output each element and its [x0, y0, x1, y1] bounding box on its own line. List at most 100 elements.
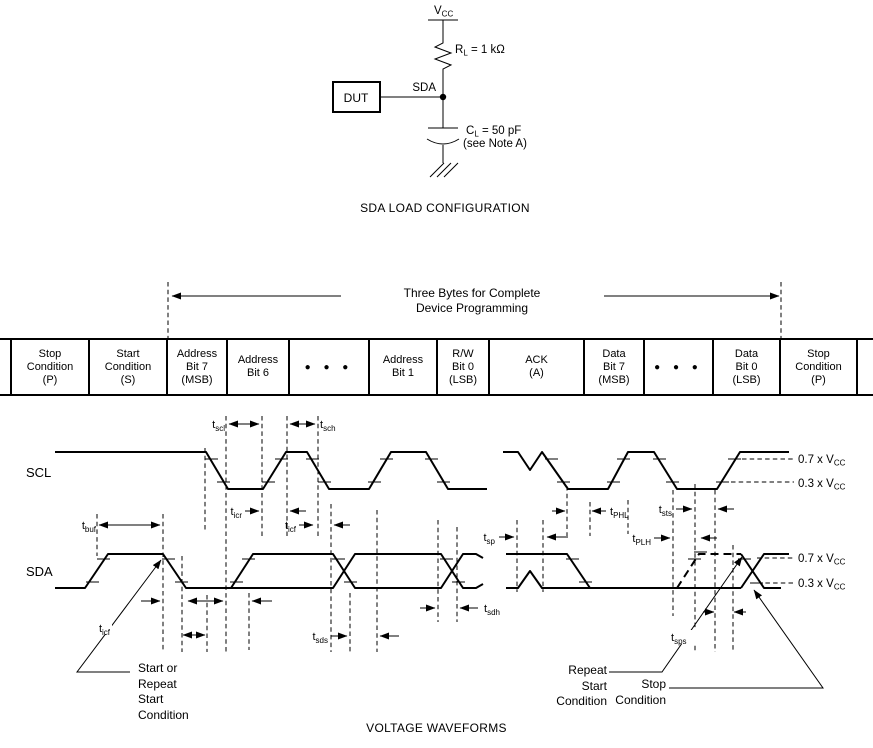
cell-line: Condition	[795, 360, 842, 373]
stop-condition-leader	[669, 589, 824, 689]
cell-line: Data	[602, 347, 626, 360]
cell-line: Bit 0	[451, 360, 474, 373]
threshold-level-lines	[731, 458, 794, 584]
tsds-label: tsds	[312, 631, 328, 645]
timing-arrows	[98, 420, 746, 640]
annotation-line: Condition	[615, 692, 666, 707]
circuit-caption: SDA LOAD CONFIGURATION	[360, 201, 530, 215]
annotation-line: Start or	[138, 661, 178, 675]
sda-node-label: SDA	[412, 82, 436, 94]
cell-line: Stop	[38, 347, 62, 360]
annotation-line: Repeat	[568, 663, 607, 677]
cell-line: (A)	[529, 367, 544, 379]
annotation-line: Condition	[138, 707, 189, 722]
ticf-leader-label-bg	[86, 621, 112, 634]
cell-line: (P)	[811, 373, 826, 386]
vcc-label: VCC	[434, 5, 453, 19]
cell-data-bit7: Data Bit 7 (MSB)	[585, 340, 645, 394]
tsps-label: tsps	[671, 632, 687, 646]
capacitor-label: CL = 50 pF	[466, 125, 521, 139]
tphl-label: tPHL	[610, 506, 629, 520]
cell-ack: ACK (A)	[490, 340, 585, 394]
cell-rw-bit0: R/W Bit 0 (LSB)	[438, 340, 490, 394]
cell-line: (MSB)	[181, 373, 213, 386]
cell-line: Address	[237, 354, 279, 366]
cell-line: (LSB)	[448, 373, 478, 386]
cell-line: Condition	[26, 360, 74, 373]
cell-data-bit0: Data Bit 0 (LSB)	[712, 340, 781, 394]
cell-line: (LSB)	[732, 373, 761, 386]
capacitor-bottom-plate	[426, 138, 460, 145]
three-bytes-line2: Device Programming	[415, 301, 529, 315]
cell-line: Bit 0	[735, 360, 758, 373]
start-condition-annotation: Start or Repeat Start Condition	[138, 661, 218, 723]
sda-dashed-repeat-start-edge	[676, 553, 741, 589]
scl-low-threshold-label: 0.3 x VCC	[798, 478, 846, 492]
cell-line: Condition	[104, 360, 152, 373]
annotation-line: Repeat	[138, 676, 177, 691]
annotation-line: Condition	[556, 694, 607, 708]
cell-line: (S)	[120, 373, 136, 386]
repeat-start-leader	[609, 556, 743, 673]
ellipsis-dots: ● ● ●	[654, 361, 703, 373]
repeat-start-annotation: Repeat Start Condition	[520, 663, 607, 710]
scl-high-threshold-label: 0.7 x VCC	[798, 454, 846, 468]
cell-stop-condition-right: Stop Condition (P)	[781, 340, 858, 394]
annotation-line: Start	[581, 678, 607, 693]
cell-line: ACK	[525, 354, 548, 366]
ellipsis-dots: ● ● ●	[304, 361, 354, 373]
threshold-labels: 0.7 x VCC 0.3 x VCC 0.7 x VCC 0.3 x VCC	[798, 454, 846, 592]
three-bytes-label: Three Bytes for Complete Device Programm…	[340, 286, 604, 316]
cell-line: Start	[116, 347, 140, 360]
sda-row-label: SDA	[26, 564, 53, 579]
scl-row-label: SCL	[26, 465, 51, 480]
cell-line: Bit 7	[185, 360, 208, 373]
sda-waveform	[55, 553, 789, 589]
span-dashed-bounds	[167, 282, 782, 338]
byte-sequence-strip: Stop Condition (P) Start Condition (S) A…	[0, 338, 873, 396]
cell-address-bit7: Address Bit 7 (MSB)	[168, 340, 228, 394]
tsp-label: tsp	[483, 532, 495, 546]
ticr-label: ticr	[230, 506, 242, 520]
sda-high-threshold-label: 0.7 x VCC	[798, 553, 846, 567]
ground-symbol	[429, 162, 459, 178]
tsts-label: tsts	[659, 504, 672, 518]
scl-waveform	[55, 451, 789, 490]
three-bytes-line1: Three Bytes for Complete	[403, 286, 541, 300]
cell-line: R/W	[452, 347, 474, 360]
cell-start-condition: Start Condition (S)	[90, 340, 168, 394]
three-bytes-span	[167, 282, 782, 338]
cell-line: Bit 1	[391, 367, 414, 379]
dut-label: DUT	[344, 91, 369, 105]
sda-spike	[506, 570, 741, 589]
tsdh-label: tsdh	[484, 603, 500, 617]
cell-line: Bit 7	[602, 360, 625, 373]
resistor-label: RL = 1 kΩ	[455, 44, 505, 58]
tsch-label: tsch	[320, 419, 336, 433]
cell-address-bit1: Address Bit 1	[368, 340, 438, 394]
tbuf-label: tbuf	[82, 520, 97, 534]
tsps-label-bg	[667, 630, 697, 644]
resistor-symbol	[433, 38, 453, 72]
cell-line: (P)	[42, 373, 58, 386]
cell-line: (MSB)	[598, 373, 630, 386]
cell-address-bit6: Address Bit 6	[228, 340, 290, 394]
cell-line: Data	[734, 347, 759, 360]
tscl-label: tscl	[212, 419, 225, 433]
timing-labels: tbuf tscl tsch ticr ticf tsds tsdh tsp t…	[82, 419, 697, 646]
tplh-label: tPLH	[632, 533, 651, 547]
cell-line: Address	[176, 347, 218, 360]
cell-line: Stop	[807, 347, 830, 360]
ticf-label: ticf	[285, 520, 297, 534]
condition-leaders	[76, 556, 824, 689]
sda-low-threshold-label: 0.3 x VCC	[798, 578, 846, 592]
annotation-line: Stop	[641, 677, 666, 691]
cell-stop-condition-left: Stop Condition (P)	[10, 340, 90, 394]
stop-condition-annotation: Stop Condition	[580, 677, 666, 708]
sda-node-dot	[439, 93, 447, 101]
threshold-ticks	[86, 458, 763, 584]
annotation-line: Start	[138, 692, 164, 706]
capacitor-note: (see Note A)	[463, 138, 527, 150]
